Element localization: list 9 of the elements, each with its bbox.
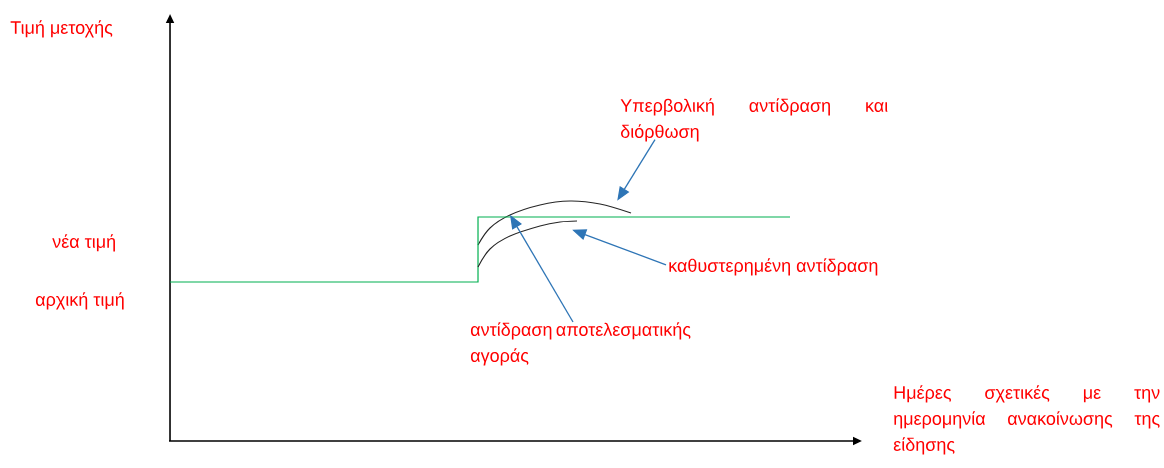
annotation-text: καθυστερημένη αντίδραση bbox=[669, 258, 878, 276]
annotation-text: αντίδραση αποτελεσματικής αγοράς bbox=[470, 322, 691, 366]
price-line bbox=[169, 216, 791, 283]
value-label: αρχική τιμή bbox=[35, 292, 124, 310]
annotation-text: Υπερβολική αντίδραση και διόρθωση bbox=[620, 98, 888, 142]
value-label: νέα τιμή bbox=[52, 234, 115, 252]
reaction-curve bbox=[477, 200, 632, 246]
axis-label: Ημέρες σχετικές με την ημερομηνία ανακοίνωσης της είδησης bbox=[893, 385, 1160, 455]
axis-label: Τιμή μετοχής bbox=[10, 20, 113, 38]
